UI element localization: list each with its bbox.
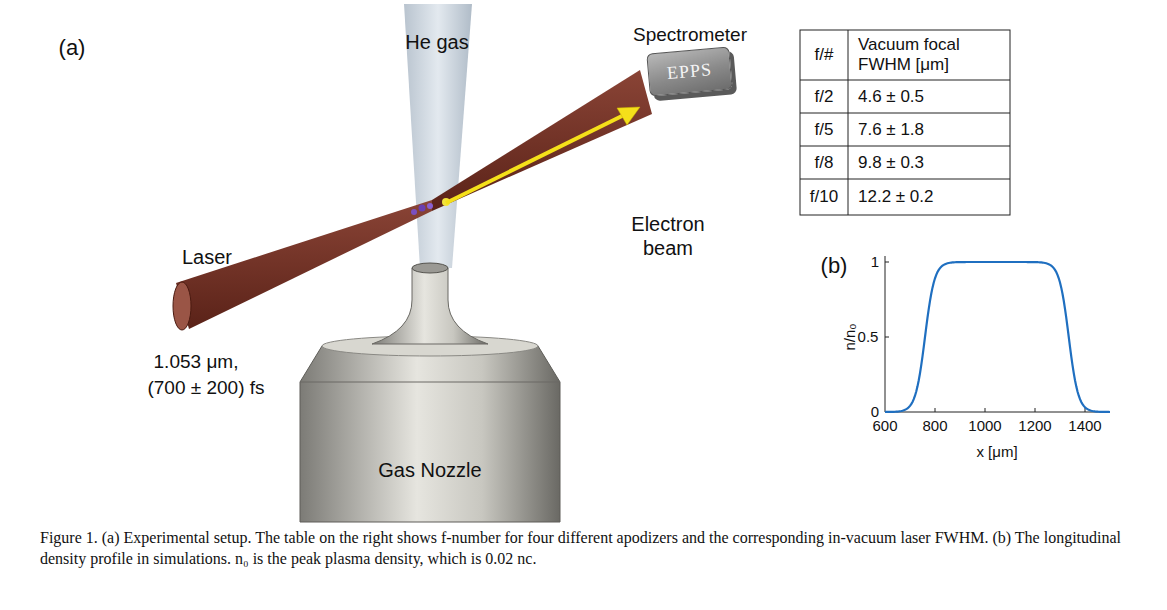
label-holder: 1 [871, 253, 879, 271]
label-holder: f/2 [815, 87, 834, 107]
figure-label: 1.053 μm, [154, 351, 239, 374]
data-table [800, 30, 1010, 215]
density-profile [885, 262, 1110, 412]
figure-label: 1200 [1018, 417, 1051, 435]
figure-label: 1400 [1068, 417, 1101, 435]
figure-caption: Figure 1. (a) Experimental setup. The ta… [40, 528, 1130, 570]
figure-label: He gas [405, 30, 468, 54]
label-holder: n/n₀ [841, 323, 859, 350]
plot-axes [885, 256, 1110, 412]
label-holder: f/8 [815, 153, 834, 173]
figure-label: Electron beam [623, 212, 713, 260]
label-holder: 7.6 ± 1.8 [858, 120, 924, 140]
label-holder: Laser [182, 245, 232, 269]
label-holder: He gas [405, 30, 468, 54]
figure-label: 7.6 ± 1.8 [858, 120, 924, 140]
laser-beam-in [176, 200, 432, 329]
figure-label: 9.8 ± 0.3 [858, 153, 924, 173]
figure-label: 4.6 ± 0.5 [858, 87, 924, 107]
figure-label: Vacuum focal FWHM [μm] [858, 35, 1006, 76]
label-holder: Gas Nozzle [378, 458, 481, 482]
figure-label: 0.5 [858, 328, 879, 346]
label-holder: (700 ± 200) fs [147, 377, 264, 400]
label-holder: (a) [59, 35, 86, 61]
node-text: EPPS [667, 59, 714, 84]
figure-label: n/n₀ [841, 323, 859, 350]
spectrometer-box: EPPS [647, 46, 733, 96]
figure-label: 600 [872, 417, 897, 435]
node-heading: Spectrometer [633, 24, 747, 46]
figure-label: 1000 [968, 417, 1001, 435]
figure-label: (700 ± 200) fs [147, 377, 264, 400]
label-holder: 0.5 [858, 328, 879, 346]
figure-label: f/2 [815, 87, 834, 107]
label-holder: f/5 [815, 120, 834, 140]
figure-label: 800 [922, 417, 947, 435]
label-holder: Electron beam [623, 212, 713, 260]
figure-label: (b) [821, 253, 848, 279]
label-holder: Vacuum focal FWHM [μm] [858, 35, 1006, 76]
figure-label: f/# [815, 45, 834, 65]
label-holder: 1000 [968, 417, 1001, 435]
label-holder: 1400 [1068, 417, 1101, 435]
label-holder: f/# [815, 45, 834, 65]
figure-label: (a) [59, 35, 86, 61]
label-holder: 800 [922, 417, 947, 435]
nozzle-tube [372, 268, 488, 344]
laser-beam-end [173, 282, 191, 330]
spectrometer-node: SpectrometerEPPS [633, 24, 747, 93]
figure-label: 12.2 ± 0.2 [858, 187, 934, 207]
figure-label: Laser [182, 245, 232, 269]
electron-beam-arrow [446, 115, 624, 203]
label-holder: 1200 [1018, 417, 1051, 435]
figure-label: f/5 [815, 120, 834, 140]
label-holder: (b) [821, 253, 848, 279]
label-holder: 9.8 ± 0.3 [858, 153, 924, 173]
figure-label: f/10 [810, 187, 838, 207]
label-holder: 4.6 ± 0.5 [858, 87, 924, 107]
nozzle-body [300, 346, 560, 522]
figure-label: 1 [871, 253, 879, 271]
gas-jet [404, 4, 472, 268]
label-holder: 1.053 μm, [154, 351, 239, 374]
figure-label: Gas Nozzle [378, 458, 481, 482]
label-holder: 12.2 ± 0.2 [858, 187, 934, 207]
figure-label: x [μm] [976, 443, 1017, 461]
caption-box: Figure 1. (a) Experimental setup. The ta… [40, 528, 1130, 570]
laser-beam-out [432, 70, 652, 211]
nozzle-exit [412, 263, 448, 273]
label-holder: 600 [872, 417, 897, 435]
label-holder: f/10 [810, 187, 838, 207]
figure-label: f/8 [815, 153, 834, 173]
label-holder: x [μm] [976, 443, 1017, 461]
